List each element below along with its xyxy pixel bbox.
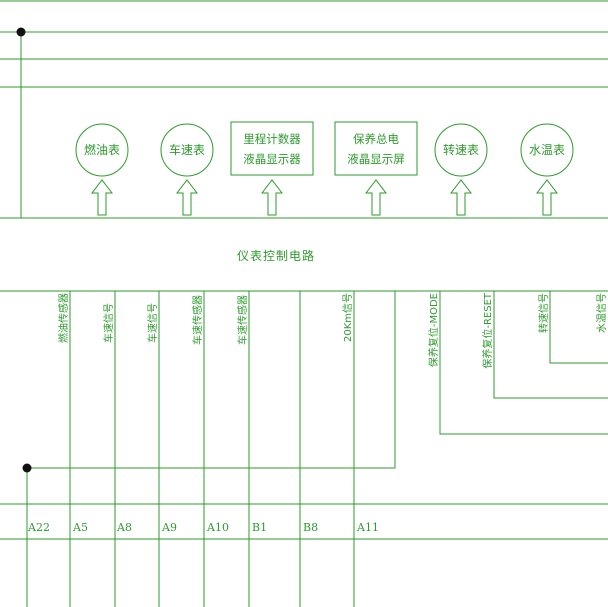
top-bus xyxy=(0,0,608,218)
junction-dot-bottom xyxy=(22,463,32,473)
box-maintenance-line2: 液晶显示屏 xyxy=(347,152,405,166)
pin-label: B8 xyxy=(303,521,318,534)
signal-label-water-temp: 水温信号 xyxy=(596,293,608,333)
box-maintenance-lcd: 保养总电 液晶显示屏 xyxy=(334,121,418,176)
gauge-water-temp: 水温表 xyxy=(520,123,574,177)
signal-label-speed-1: 车速信号 xyxy=(102,303,115,343)
box-maintenance-line1: 保养总电 xyxy=(353,132,399,146)
pin-label: A10 xyxy=(206,521,229,534)
pin-labels: A22 A5 A8 A9 A10 B1 B8 A11 xyxy=(27,521,379,534)
pin-label: A9 xyxy=(161,521,177,534)
pin-label: A22 xyxy=(27,521,50,534)
signal-label-tacho: 转速信号 xyxy=(537,293,550,333)
instrument-panel-frame xyxy=(0,217,608,292)
gauge-speed-label: 车速表 xyxy=(169,142,205,157)
arrow-tachometer xyxy=(449,179,473,216)
signal-label-fuel: 燃油传感器 xyxy=(57,293,70,343)
pin-label: A11 xyxy=(356,521,379,534)
gauge-tachometer-label: 转速表 xyxy=(443,142,479,157)
box-odometer-lcd: 里程计数器 液晶显示器 xyxy=(230,121,314,176)
box-odometer-line2: 液晶显示器 xyxy=(243,152,301,166)
arrow-odometer xyxy=(260,179,284,216)
box-odometer-line1: 里程计数器 xyxy=(243,132,301,146)
arrow-fuel xyxy=(90,179,114,216)
arrow-maintenance xyxy=(364,179,388,216)
gauge-speed: 车速表 xyxy=(160,123,214,177)
signal-labels: 燃油传感器 车速信号 车速信号 车速传感器 车速传感器 20Km信号 保养复位-… xyxy=(57,292,608,369)
controller-label: 仪表控制电路 xyxy=(237,248,315,263)
gauge-tachometer: 转速表 xyxy=(434,123,488,177)
gauge-fuel: 燃油表 xyxy=(75,123,129,177)
signal-label-speed-2: 车速信号 xyxy=(146,303,159,343)
arrow-speed xyxy=(175,179,199,216)
signal-label-speed-sensor-2: 车速传感器 xyxy=(236,295,249,345)
arrow-water-temp xyxy=(535,179,559,216)
junction-dot-top xyxy=(16,27,26,37)
signal-wires xyxy=(0,291,608,607)
signal-label-reset: 保养复位-RESET xyxy=(481,292,494,369)
signal-label-mode: 保养复位-MODE xyxy=(427,293,440,367)
pin-label: A5 xyxy=(72,521,88,534)
signal-label-speed-sensor-1: 车速传感器 xyxy=(191,295,204,345)
gauge-water-temp-label: 水温表 xyxy=(529,143,565,157)
pin-label: A8 xyxy=(116,521,132,534)
gauge-fuel-label: 燃油表 xyxy=(84,142,120,157)
signal-arrows xyxy=(90,179,559,216)
signal-label-20km: 20Km信号 xyxy=(342,293,354,342)
pin-label: B1 xyxy=(252,521,267,534)
